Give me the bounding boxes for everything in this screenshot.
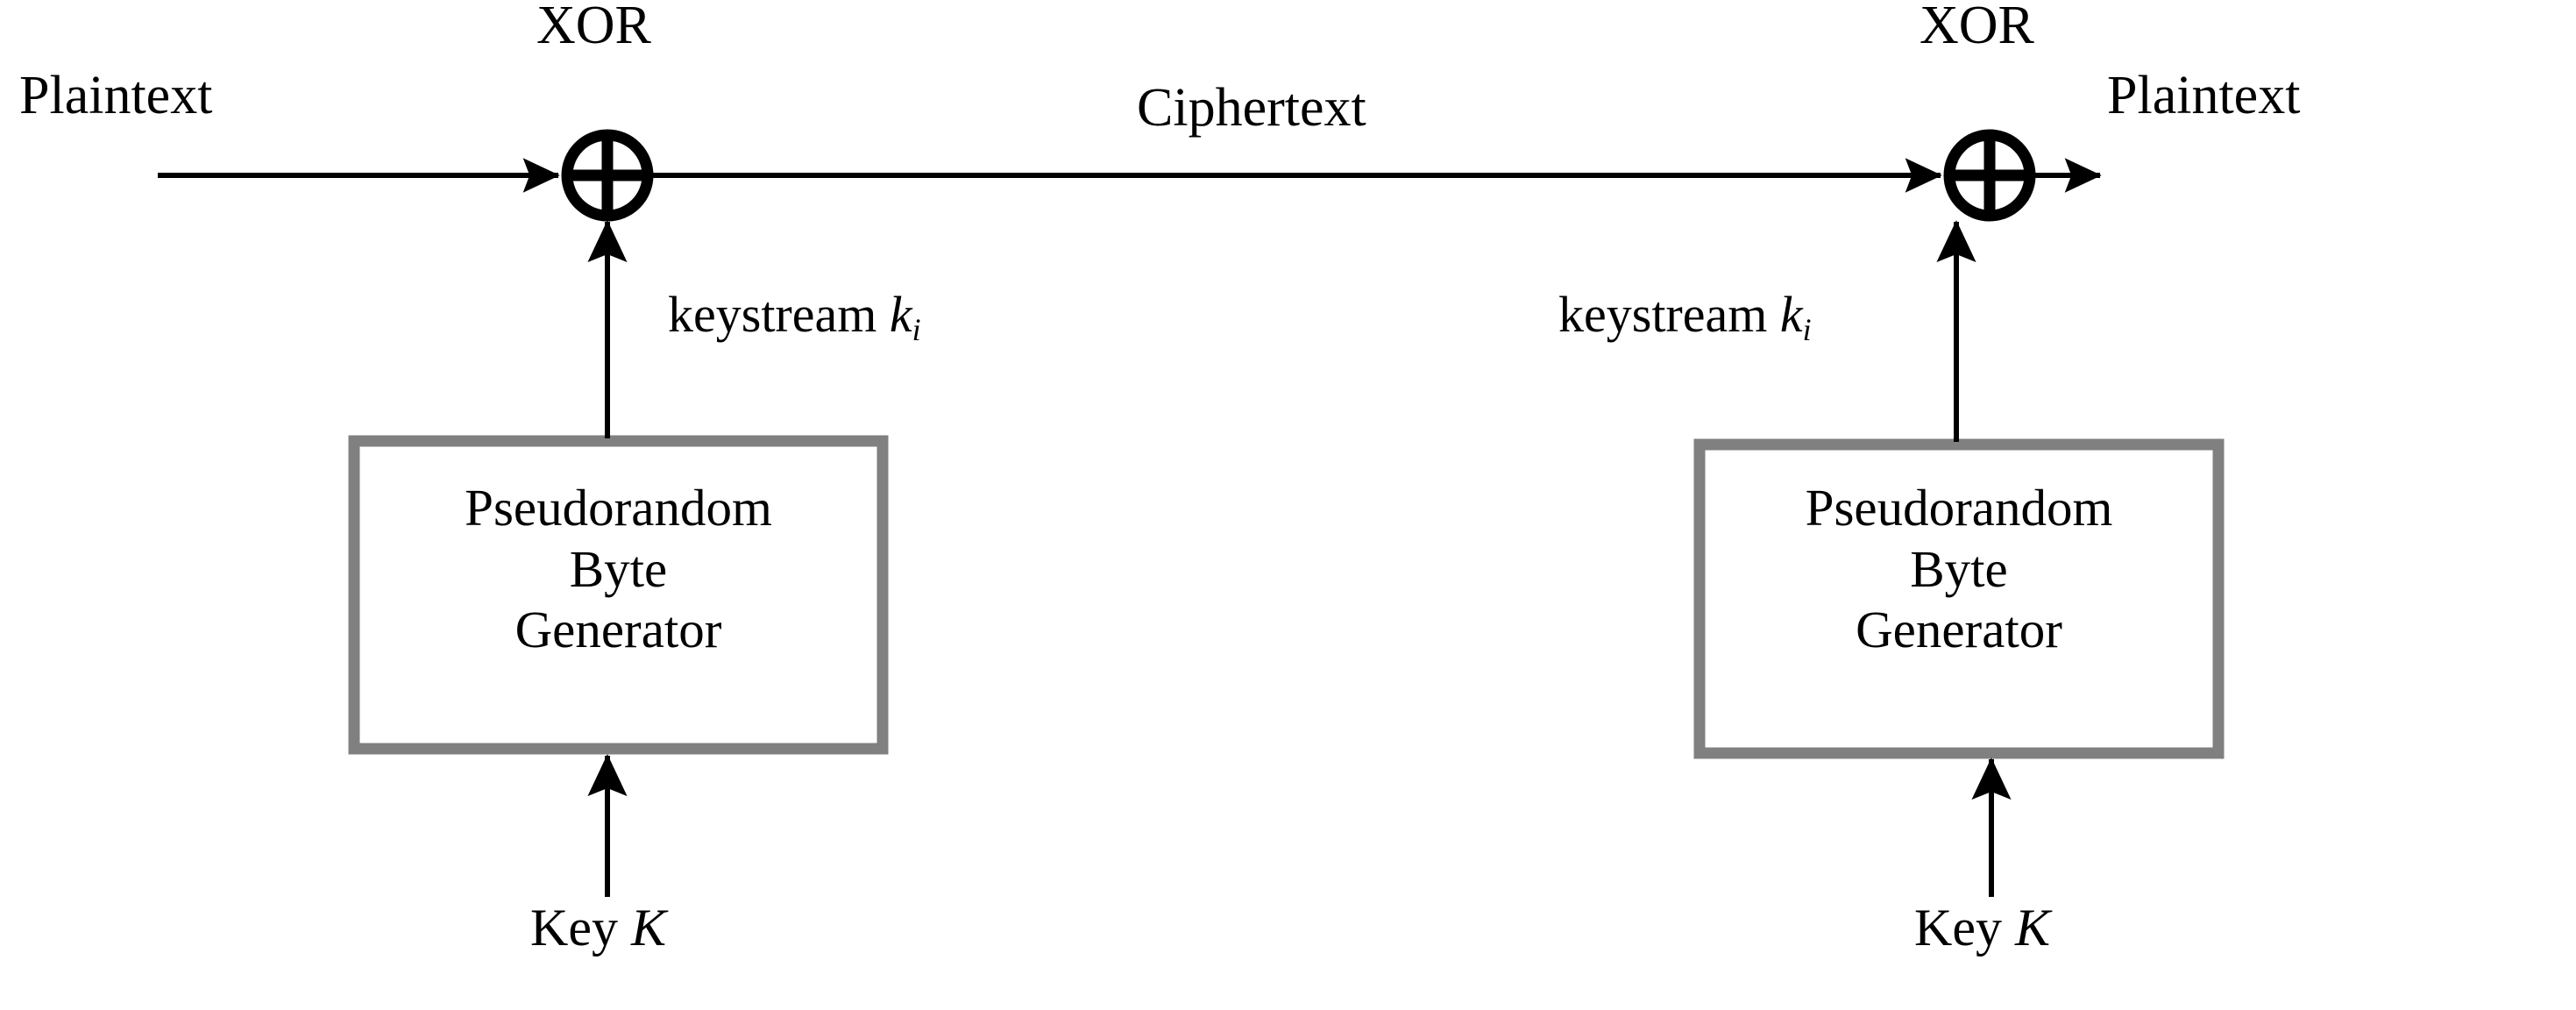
label-keystream-left: keystream ki [668, 289, 921, 346]
label-key-left: Key K [530, 901, 666, 954]
label-plaintext-right: Plaintext [2107, 66, 2301, 125]
keystream-word-left: keystream [668, 286, 877, 343]
label-keystream-right: keystream ki [1558, 289, 1812, 346]
key-symbol-left: K [630, 899, 666, 957]
keystream-subscript-right: i [1802, 312, 1812, 348]
prng-box-left-text: Pseudorandom Byte Generator [465, 479, 772, 659]
keystream-subscript-left: i [912, 312, 921, 348]
keystream-symbol-right: k [1779, 286, 1803, 343]
prng-box-right [1693, 438, 2225, 759]
label-key-right: Key K [1914, 901, 2050, 954]
label-xor-right: XOR [1920, 0, 2034, 55]
xor-gate-right [1943, 129, 2036, 222]
label-ciphertext: Ciphertext [1137, 78, 1366, 138]
xor-gate-left [561, 129, 654, 222]
key-symbol-right: K [2014, 899, 2050, 957]
prng-box-right-text: Pseudorandom Byte Generator [1805, 479, 2113, 659]
key-word-left: Key [530, 899, 618, 957]
keystream-symbol-left: k [889, 286, 912, 343]
prng-box-left [348, 435, 889, 755]
keystream-word-right: keystream [1558, 286, 1768, 343]
label-xor-left: XOR [536, 0, 651, 55]
key-word-right: Key [1914, 899, 2002, 957]
label-plaintext-left: Plaintext [19, 66, 213, 125]
